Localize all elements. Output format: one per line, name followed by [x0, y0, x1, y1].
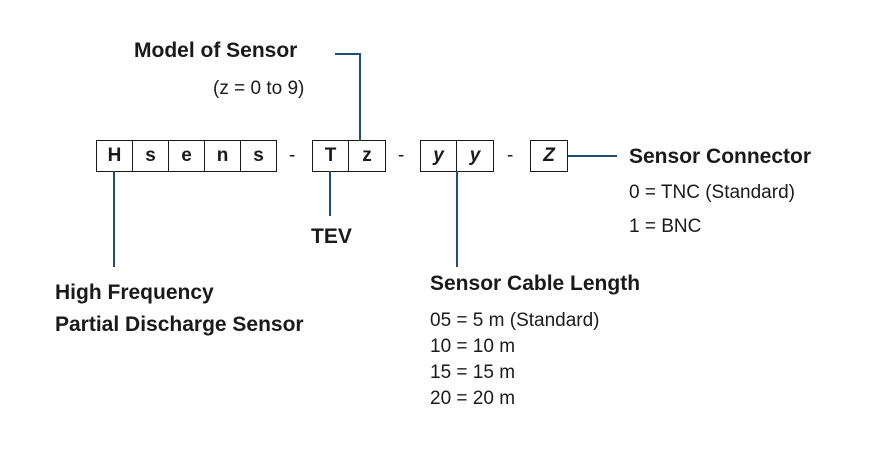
separator-dash: - — [398, 145, 405, 166]
separator-dash: - — [507, 145, 514, 166]
code-char: e — [169, 141, 205, 171]
cable-option: 10 = 10 m — [430, 336, 516, 357]
code-char: H — [97, 141, 133, 171]
hfpd-connector — [113, 171, 115, 267]
cable-option: 20 = 20 m — [430, 388, 516, 409]
separator-dash: - — [289, 145, 296, 166]
code-box-yy: y y — [420, 140, 494, 172]
connector-connector — [568, 155, 617, 157]
cable-connector — [456, 171, 458, 267]
code-char: Z — [543, 145, 555, 166]
model-range: (z = 0 to 9) — [213, 78, 305, 99]
code-box-z: Z — [530, 140, 568, 172]
code-char: T — [313, 141, 349, 171]
hfpd-title-line2: Partial Discharge Sensor — [55, 313, 304, 336]
code-char: n — [205, 141, 241, 171]
model-title: Model of Sensor — [134, 39, 298, 62]
code-char: y — [421, 141, 457, 171]
code-char: s — [133, 141, 169, 171]
connector-option: 0 = TNC (Standard) — [629, 182, 795, 203]
code-char: y — [469, 145, 481, 166]
cable-options: 05 = 5 m (Standard) 10 = 10 m 15 = 15 m … — [430, 308, 600, 412]
connector-option: 1 = BNC — [629, 216, 702, 237]
hfpd-title-line1: High Frequency — [55, 281, 214, 304]
tev-connector — [329, 171, 331, 216]
connector-title: Sensor Connector — [629, 145, 812, 168]
model-connector-h — [335, 53, 361, 55]
model-connector-v — [359, 53, 361, 141]
cable-option: 05 = 5 m (Standard) — [430, 310, 600, 331]
code-box-tz: T z — [312, 140, 386, 172]
cable-option: 15 = 15 m — [430, 362, 516, 383]
code-box-hsens: H s e n s — [96, 140, 277, 172]
code-char: s — [253, 145, 264, 166]
code-char: z — [362, 145, 372, 166]
cable-title: Sensor Cable Length — [430, 272, 641, 295]
tev-title: TEV — [311, 225, 352, 248]
